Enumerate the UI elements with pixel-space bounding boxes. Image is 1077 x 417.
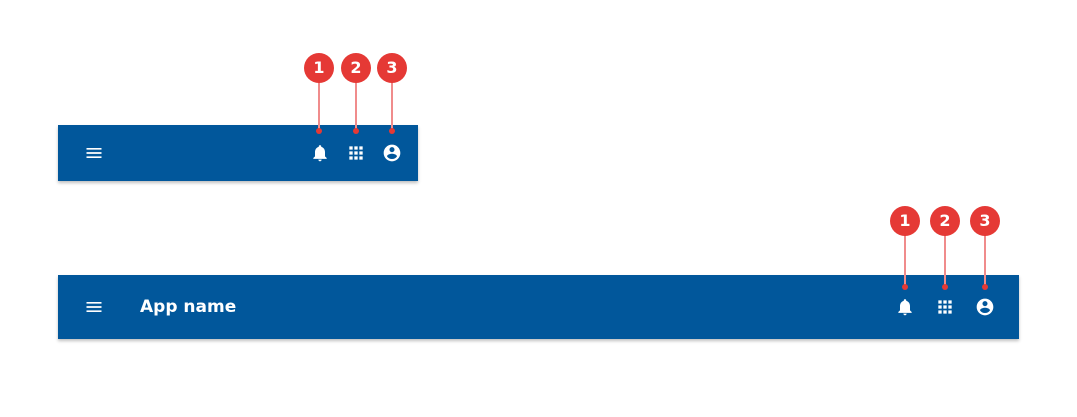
- leader-dot: [982, 284, 988, 290]
- callout-marker-2: 2: [930, 206, 960, 236]
- callout-marker-1: 1: [304, 53, 334, 83]
- leader-line: [944, 233, 946, 287]
- callout-marker-1: 1: [890, 206, 920, 236]
- leader-line: [318, 80, 320, 131]
- app-title: App name: [140, 297, 237, 317]
- callout-marker-3: 3: [970, 206, 1000, 236]
- leader-line: [904, 233, 906, 287]
- notifications-icon[interactable]: [895, 297, 915, 317]
- wide-app-bar: App name: [58, 275, 1019, 339]
- leader-dot: [902, 284, 908, 290]
- leader-dot: [353, 128, 359, 134]
- leader-line: [391, 80, 393, 131]
- leader-dot: [389, 128, 395, 134]
- apps-icon[interactable]: [346, 143, 366, 163]
- menu-icon[interactable]: [84, 143, 104, 163]
- notifications-icon[interactable]: [310, 143, 330, 163]
- callout-marker-3: 3: [377, 53, 407, 83]
- leader-line: [984, 233, 986, 287]
- leader-dot: [942, 284, 948, 290]
- account-circle-icon[interactable]: [975, 297, 995, 317]
- compact-app-bar: [58, 125, 418, 181]
- callout-marker-2: 2: [341, 53, 371, 83]
- apps-icon[interactable]: [935, 297, 955, 317]
- menu-icon[interactable]: [84, 297, 104, 317]
- leader-dot: [316, 128, 322, 134]
- leader-line: [355, 80, 357, 131]
- account-circle-icon[interactable]: [382, 143, 402, 163]
